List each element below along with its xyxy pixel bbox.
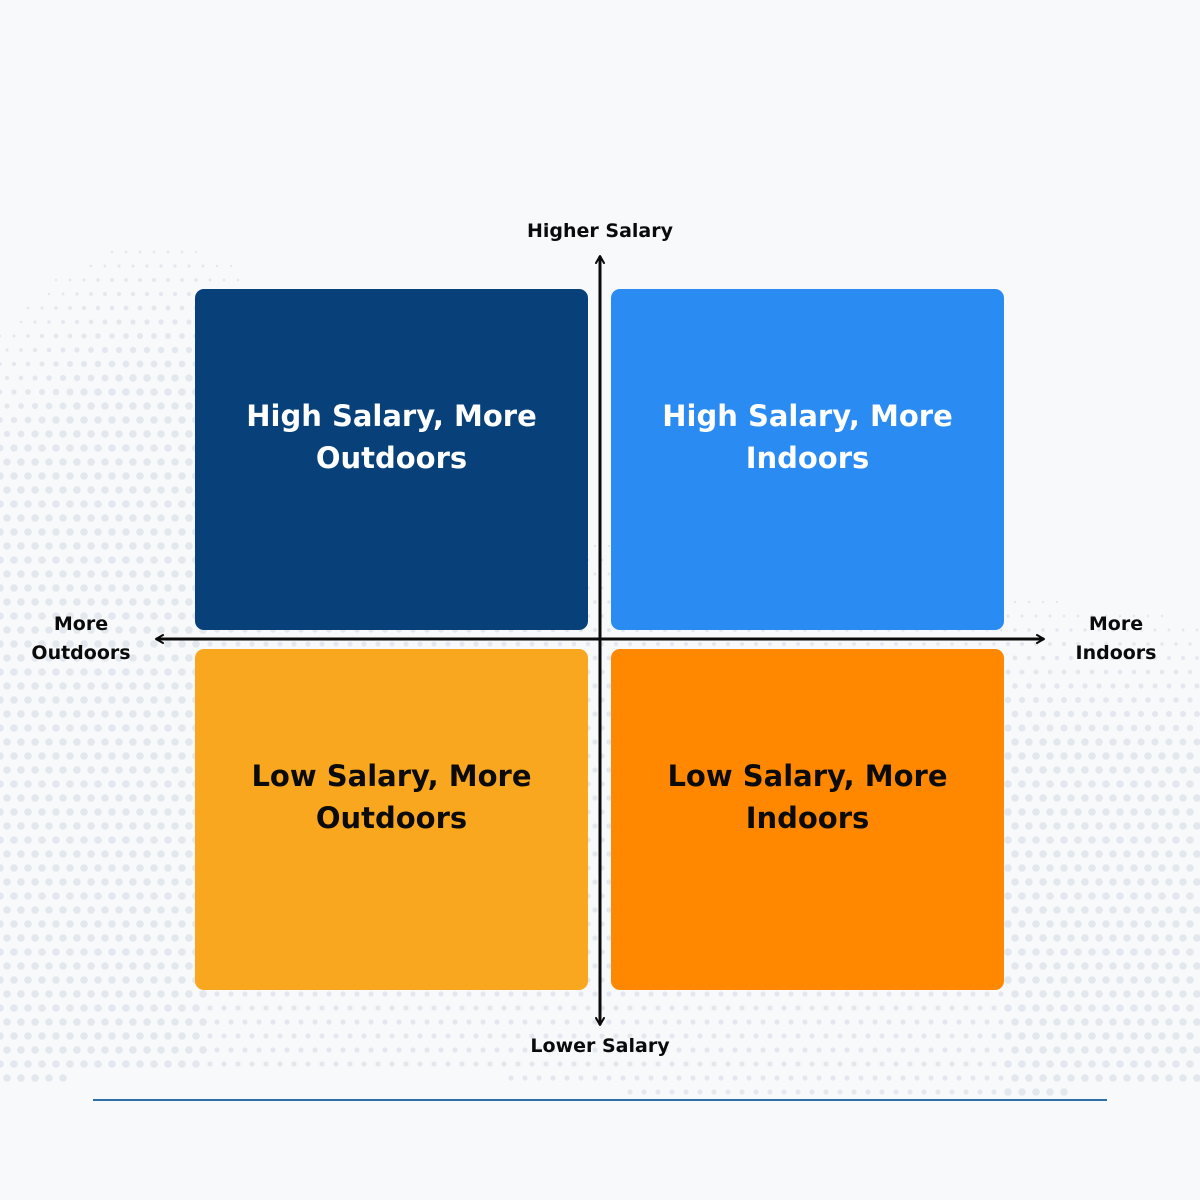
quadrant-low-salary-indoors: Low Salary, More Indoors xyxy=(611,649,1004,990)
quadrant-low-salary-outdoors: Low Salary, More Outdoors xyxy=(195,649,588,990)
quadrant-label: Low Salary, More Outdoors xyxy=(251,759,532,835)
footer-divider xyxy=(93,1099,1107,1101)
quadrant-high-salary-outdoors: High Salary, More Outdoors xyxy=(195,289,588,630)
quadrant-label: High Salary, More Outdoors xyxy=(246,399,537,475)
quadrant-label: High Salary, More Indoors xyxy=(662,399,953,475)
axis-label-higher-salary: Higher Salary xyxy=(526,220,673,242)
axis-label-more-outdoors: More Outdoors xyxy=(31,613,131,664)
axis-label-more-indoors: More Indoors xyxy=(1075,613,1157,664)
quadrant-high-salary-indoors: High Salary, More Indoors xyxy=(611,289,1004,630)
axis-label-lower-salary: Lower Salary xyxy=(530,1035,670,1057)
quadrant-label: Low Salary, More Indoors xyxy=(667,759,948,835)
